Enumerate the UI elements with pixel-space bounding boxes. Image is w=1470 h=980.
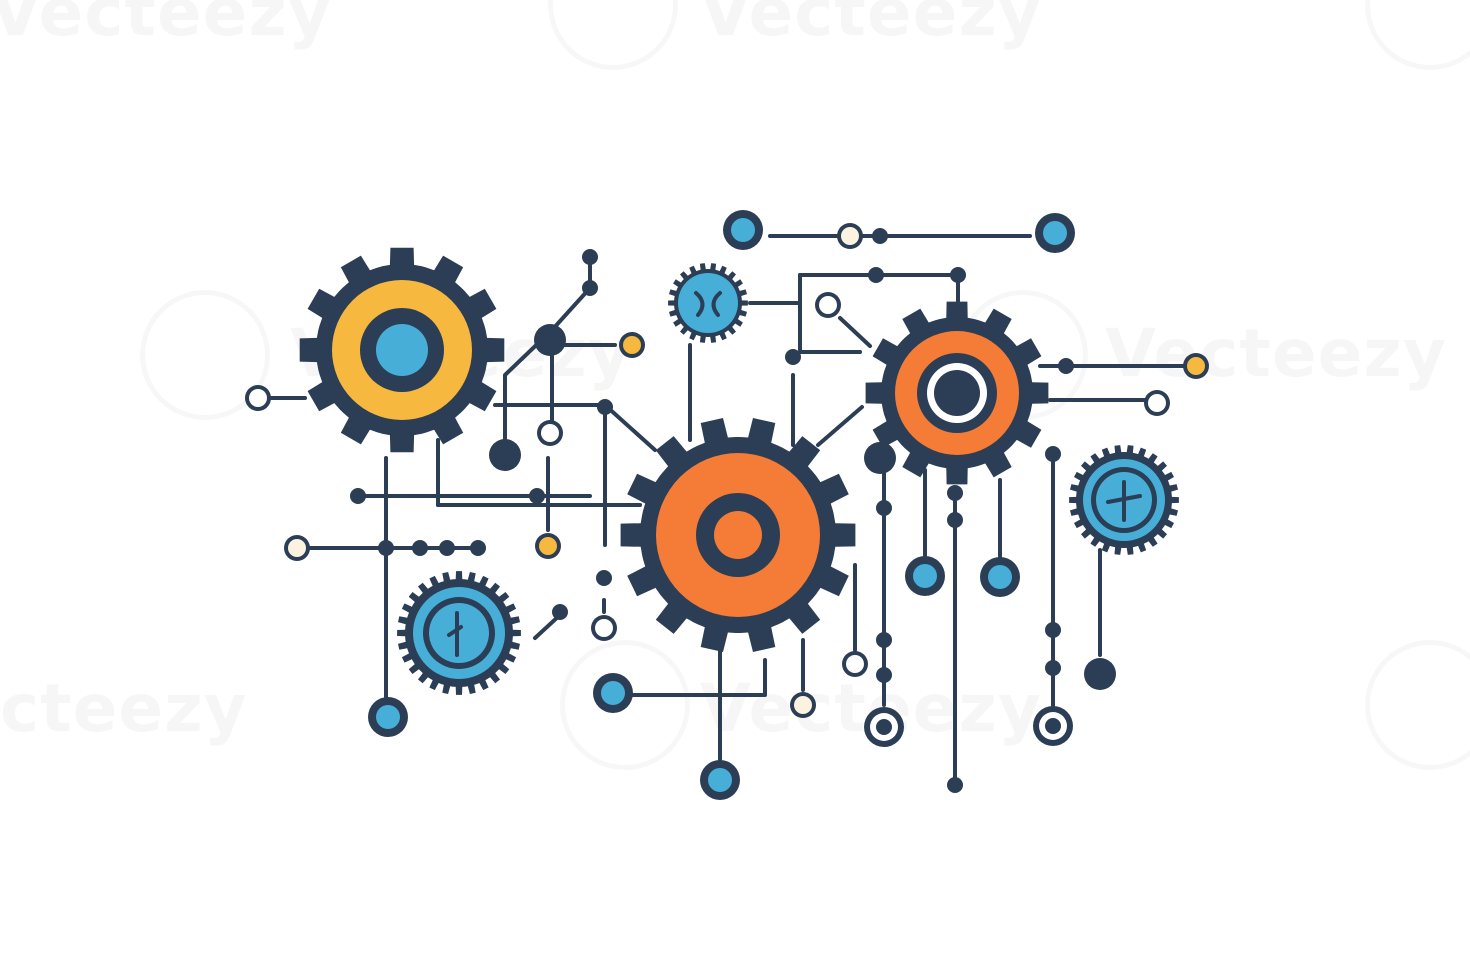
circuit-node-icon xyxy=(815,292,841,318)
circuit-node-icon xyxy=(552,604,568,620)
circuit-node-icon xyxy=(582,280,598,296)
circuit-node-icon xyxy=(1058,358,1074,374)
circuit-node-icon xyxy=(790,692,816,718)
circuit-node-icon xyxy=(350,488,366,504)
circuit-node-icon xyxy=(785,349,801,365)
circuit-node-icon xyxy=(876,667,892,683)
circuit-lines xyxy=(268,234,1192,787)
circuit-node-icon xyxy=(950,267,966,283)
circuit-node-icon xyxy=(593,673,633,713)
circuit-node-icon xyxy=(700,760,740,800)
circuit-node-icon xyxy=(529,488,545,504)
circuit-node-icon xyxy=(1045,622,1061,638)
circuit-node-icon xyxy=(876,632,892,648)
circuit-node-icon xyxy=(1084,658,1116,690)
circuit-node-icon xyxy=(591,615,617,641)
circuit-node-icon xyxy=(905,556,945,596)
circuit-node-icon xyxy=(535,533,561,559)
circuit-node-icon xyxy=(284,535,310,561)
circuit-node-icon xyxy=(876,500,892,516)
gear-large-orange-icon xyxy=(620,418,856,652)
circuit-node-icon xyxy=(412,540,428,556)
circuit-node-icon xyxy=(947,777,963,793)
circuit-node-icon xyxy=(842,651,868,677)
circuit-node-icon xyxy=(489,439,521,471)
gear-orange-right-icon xyxy=(865,301,1049,485)
circuit-node-icon xyxy=(1045,660,1061,676)
circuit-node-icon xyxy=(368,697,408,737)
gear-tiny-top-icon xyxy=(668,263,748,343)
circuit-node-icon xyxy=(596,570,612,586)
circuit-node-icon xyxy=(864,442,896,474)
circuit-node-icon xyxy=(947,512,963,528)
circuit-node-icon xyxy=(439,540,455,556)
gears xyxy=(299,247,1179,695)
circuit-node-icon xyxy=(1045,446,1061,462)
circuit-node-icon xyxy=(245,385,271,411)
circuit-node-icon xyxy=(534,324,566,356)
circuit-node-icon xyxy=(1035,213,1075,253)
circuit-node-icon xyxy=(980,557,1020,597)
circuit-node-icon xyxy=(1183,353,1209,379)
circuit-node-icon xyxy=(619,332,645,358)
circuit-node-icon xyxy=(1033,706,1073,746)
circuit-node-icon xyxy=(378,540,394,556)
circuit-node-icon xyxy=(947,485,963,501)
circuit-node-icon xyxy=(868,267,884,283)
circuit-node-icon xyxy=(537,420,563,446)
circuit-node-icon xyxy=(864,707,904,747)
gear-small-blue-right-icon xyxy=(1069,445,1179,555)
circuit-node-icon xyxy=(582,249,598,265)
circuit-node-icon xyxy=(723,210,763,250)
gear-small-blue-clock-icon xyxy=(397,571,521,695)
circuit-node-icon xyxy=(597,399,613,415)
circuit-node-icon xyxy=(1144,390,1170,416)
circuit-node-icon xyxy=(837,223,863,249)
gear-large-yellow-icon xyxy=(299,247,505,453)
circuit-node-icon xyxy=(470,540,486,556)
circuit-nodes xyxy=(245,210,1209,800)
circuit-node-icon xyxy=(872,228,888,244)
